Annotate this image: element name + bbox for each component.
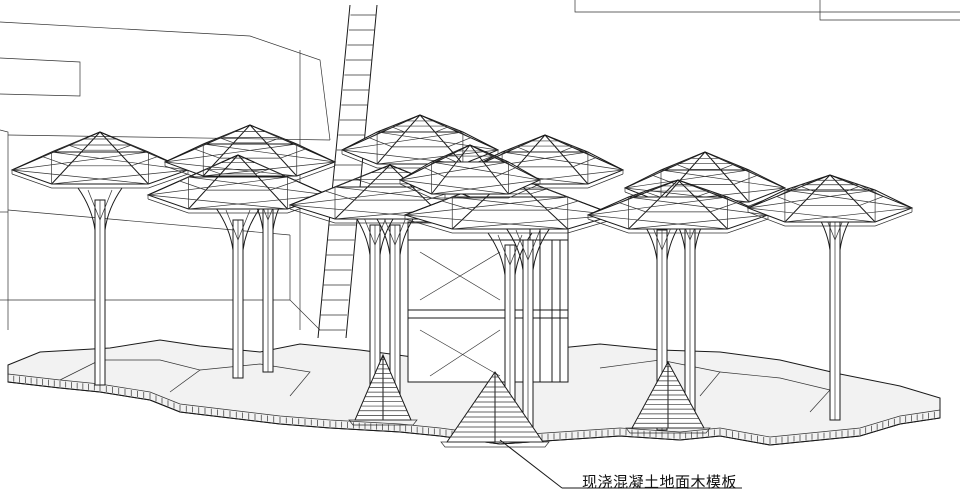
canopy	[400, 145, 540, 198]
canopies	[12, 115, 912, 233]
canopy	[12, 132, 188, 188]
triangle-braces	[349, 355, 710, 447]
canopy	[165, 125, 335, 180]
central-scaffold	[408, 222, 568, 382]
annotation-label: 现浇混凝土地面木模板	[582, 473, 738, 491]
background-building	[0, 0, 960, 330]
canopy	[588, 180, 768, 233]
annotation-leader	[500, 440, 742, 488]
canopy	[342, 115, 498, 168]
canopy	[625, 152, 785, 206]
canopy	[748, 175, 912, 226]
ladder	[318, 5, 377, 338]
